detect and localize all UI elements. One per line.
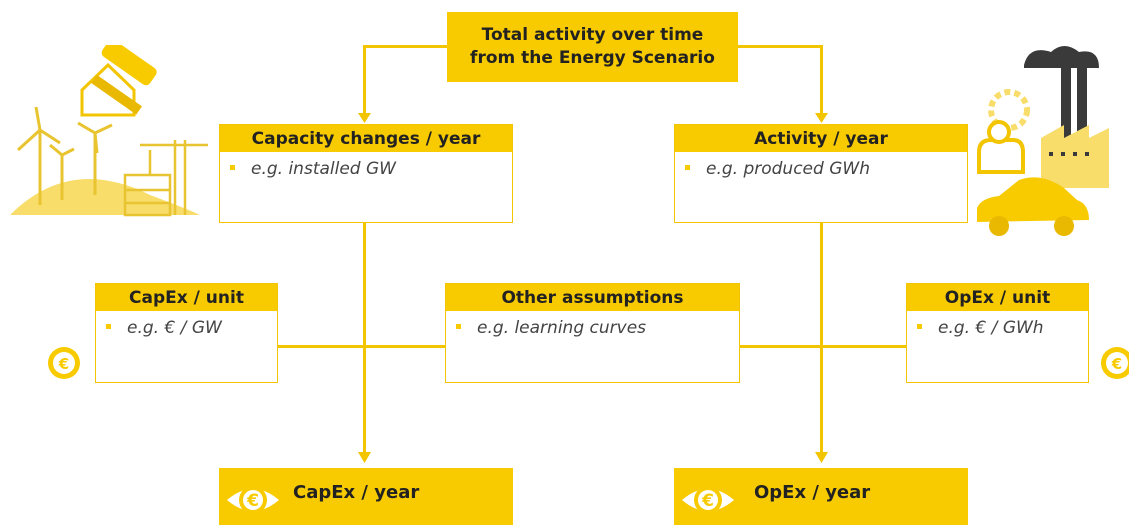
capex-year-box: € CapEx / year (219, 468, 513, 525)
industry-illustration (977, 46, 1109, 236)
construction-illustration (10, 45, 208, 217)
svg-text:€: € (701, 491, 714, 511)
activity-title: Activity / year (675, 125, 967, 152)
total-activity-box: Total activity over time from the Energy… (447, 12, 738, 82)
capex-year-title: CapEx / year (293, 482, 420, 503)
capacity-changes-example: e.g. installed GW (230, 159, 396, 179)
euro-coin-icon: € (1101, 347, 1129, 379)
capex-unit-example: e.g. € / GW (106, 318, 222, 338)
connector-top-left-v (363, 45, 366, 115)
euro-eye-icon: € (227, 486, 279, 514)
capacity-changes-title: Capacity changes / year (220, 125, 512, 152)
other-assumptions-title: Other assumptions (446, 284, 739, 311)
other-assumptions-box: Other assumptions e.g. learning curves (445, 283, 740, 383)
connector-left-down (363, 222, 366, 452)
connector-top-right-v (820, 45, 823, 115)
opex-unit-box: OpEx / unit e.g. € / GWh (906, 283, 1089, 383)
total-activity-line1: Total activity over time (481, 25, 704, 45)
euro-eye-icon: € (682, 486, 734, 514)
connector-right-down (820, 222, 823, 452)
svg-text:€: € (246, 491, 259, 511)
opex-year-title: OpEx / year (754, 482, 871, 503)
euro-coin-icon: € (48, 347, 80, 379)
opex-unit-example: e.g. € / GWh (917, 318, 1044, 338)
opex-year-box: € OpEx / year (674, 468, 968, 525)
activity-box: Activity / year e.g. produced GWh (674, 124, 968, 223)
activity-example: e.g. produced GWh (685, 159, 870, 179)
other-assumptions-example: e.g. learning curves (456, 318, 646, 338)
connector-top-right-h (738, 45, 822, 48)
capacity-changes-box: Capacity changes / year e.g. installed G… (219, 124, 513, 223)
capex-unit-box: CapEx / unit e.g. € / GW (95, 283, 278, 383)
svg-text:€: € (1111, 355, 1122, 373)
total-activity-line2: from the Energy Scenario (470, 48, 715, 68)
opex-unit-title: OpEx / unit (907, 284, 1088, 311)
svg-text:€: € (58, 355, 69, 373)
capex-unit-title: CapEx / unit (96, 284, 277, 311)
connector-top-left-h (363, 45, 447, 48)
